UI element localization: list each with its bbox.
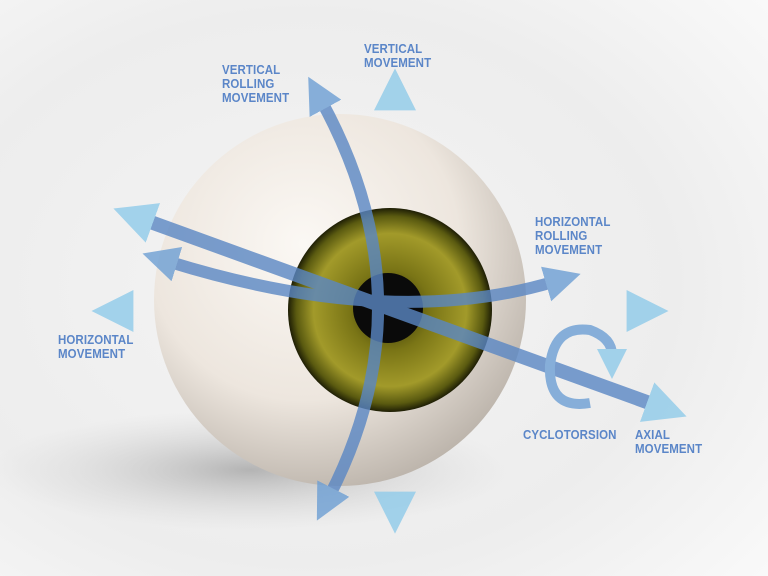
label-horizontal-rolling-movement: HORIZONTAL ROLLING MOVEMENT	[535, 215, 611, 257]
label-vertical-movement: VERTICAL MOVEMENT	[364, 42, 432, 70]
label-cyclotorsion: CYCLOTORSION	[523, 428, 617, 442]
label-vertical-rolling-movement: VERTICAL ROLLING MOVEMENT	[222, 63, 290, 105]
label-horizontal-movement: HORIZONTAL MOVEMENT	[58, 333, 134, 361]
label-axial-movement: AXIAL MOVEMENT	[635, 428, 703, 456]
cyclotorsion-arrow	[544, 324, 627, 409]
axial-movement-arrow	[113, 203, 687, 422]
